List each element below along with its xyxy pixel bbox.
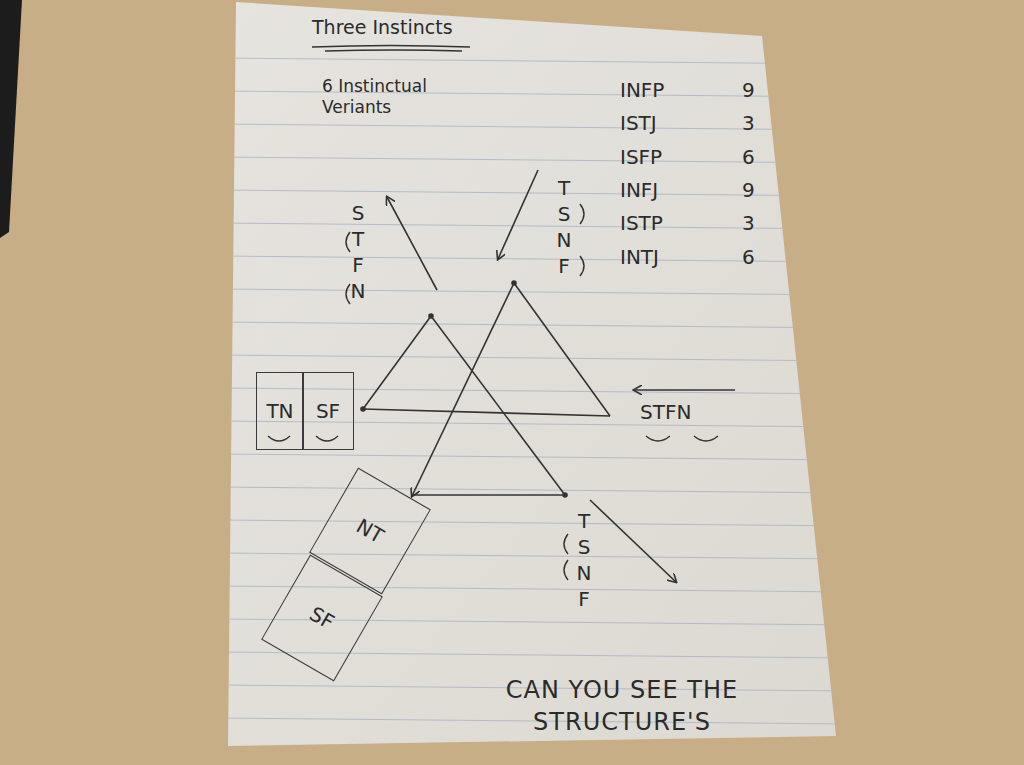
letter-sequence: STFN xyxy=(640,400,691,425)
cell-text: TN xyxy=(266,399,293,423)
letter-sequence: T S N F xyxy=(552,175,576,279)
number-cell: 6 xyxy=(742,245,755,270)
cell-text: SF xyxy=(306,602,339,635)
cell-text: NT xyxy=(352,514,388,548)
dark-strip xyxy=(0,0,22,238)
paper-sheet xyxy=(228,2,836,746)
type-cell: ISTP xyxy=(620,211,663,236)
letter-sequence: S T F N xyxy=(346,200,370,304)
page-title: Three Instincts xyxy=(312,16,453,40)
number-cell: 9 xyxy=(742,78,755,103)
cell-text: SF xyxy=(316,399,340,423)
type-cell: ISFP xyxy=(620,145,662,170)
number-cell: 3 xyxy=(742,211,755,236)
type-cell: ISTJ xyxy=(620,111,657,136)
letter-cell: SF xyxy=(302,372,354,450)
triangles xyxy=(361,281,610,497)
letter-cell: TN xyxy=(256,372,304,450)
subtitle-note: 6 Instinctual Veriants xyxy=(322,76,492,119)
letter-sequence: T S N F xyxy=(572,508,596,612)
direction-arrows xyxy=(387,170,735,582)
smile-arcs xyxy=(268,204,718,580)
ruled-lines xyxy=(220,58,850,724)
number-cell: 9 xyxy=(742,178,755,203)
type-cell: INTJ xyxy=(620,245,659,270)
letter-cell: NT xyxy=(309,468,431,595)
type-cell: INFP xyxy=(620,78,664,103)
type-cell: INFJ xyxy=(620,178,658,203)
letter-cell: SF xyxy=(261,555,383,682)
number-cell: 6 xyxy=(742,145,755,170)
page-caption: CAN YOU SEE THE STRUCTURE'S xyxy=(505,674,739,738)
number-cell: 3 xyxy=(742,111,755,136)
title-underline xyxy=(312,46,470,52)
